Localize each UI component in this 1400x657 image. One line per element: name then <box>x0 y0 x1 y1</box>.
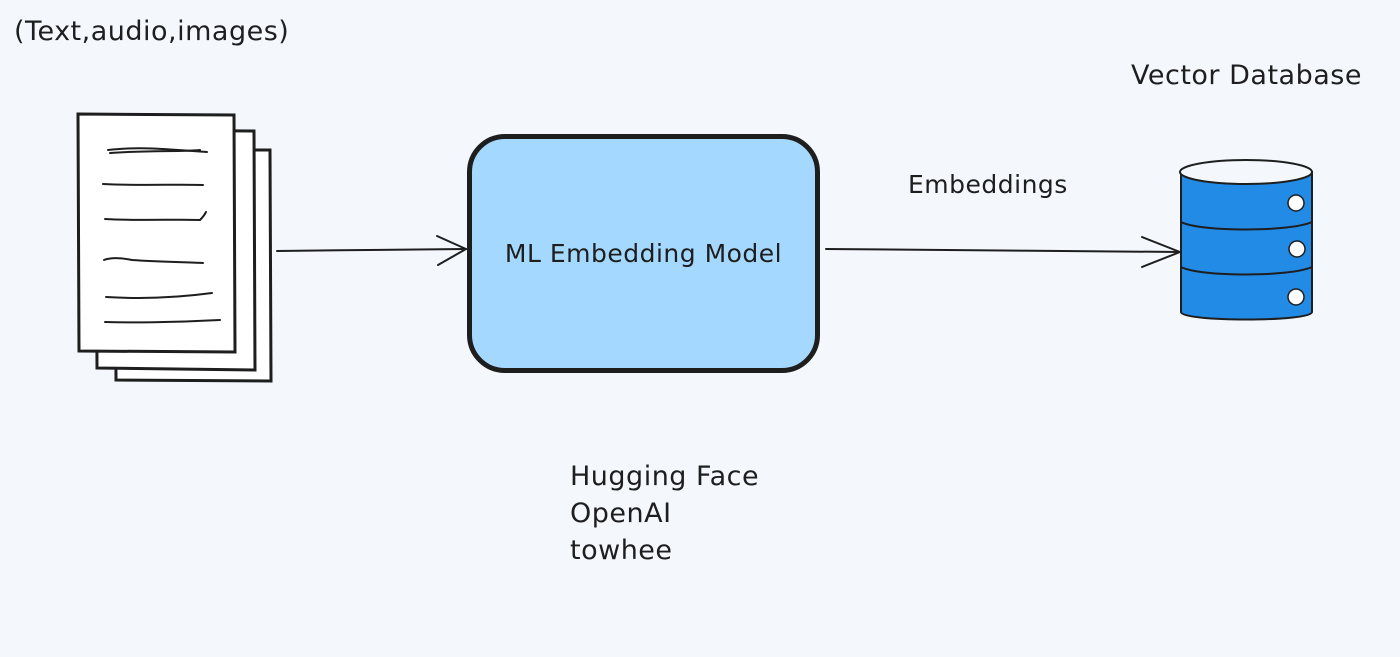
provider-item: towhee <box>570 535 673 566</box>
provider-item: OpenAI <box>570 498 672 529</box>
embeddings-label: Embeddings <box>908 170 1068 199</box>
input-types-label: (Text,audio,images) <box>14 16 290 47</box>
ml-embedding-model-box: ML Embedding Model <box>467 134 820 373</box>
providers-list: Hugging Face OpenAI towhee <box>570 458 759 569</box>
model-label: ML Embedding Model <box>504 239 783 268</box>
provider-item: Hugging Face <box>570 461 760 492</box>
vector-database-title: Vector Database <box>1131 60 1362 91</box>
